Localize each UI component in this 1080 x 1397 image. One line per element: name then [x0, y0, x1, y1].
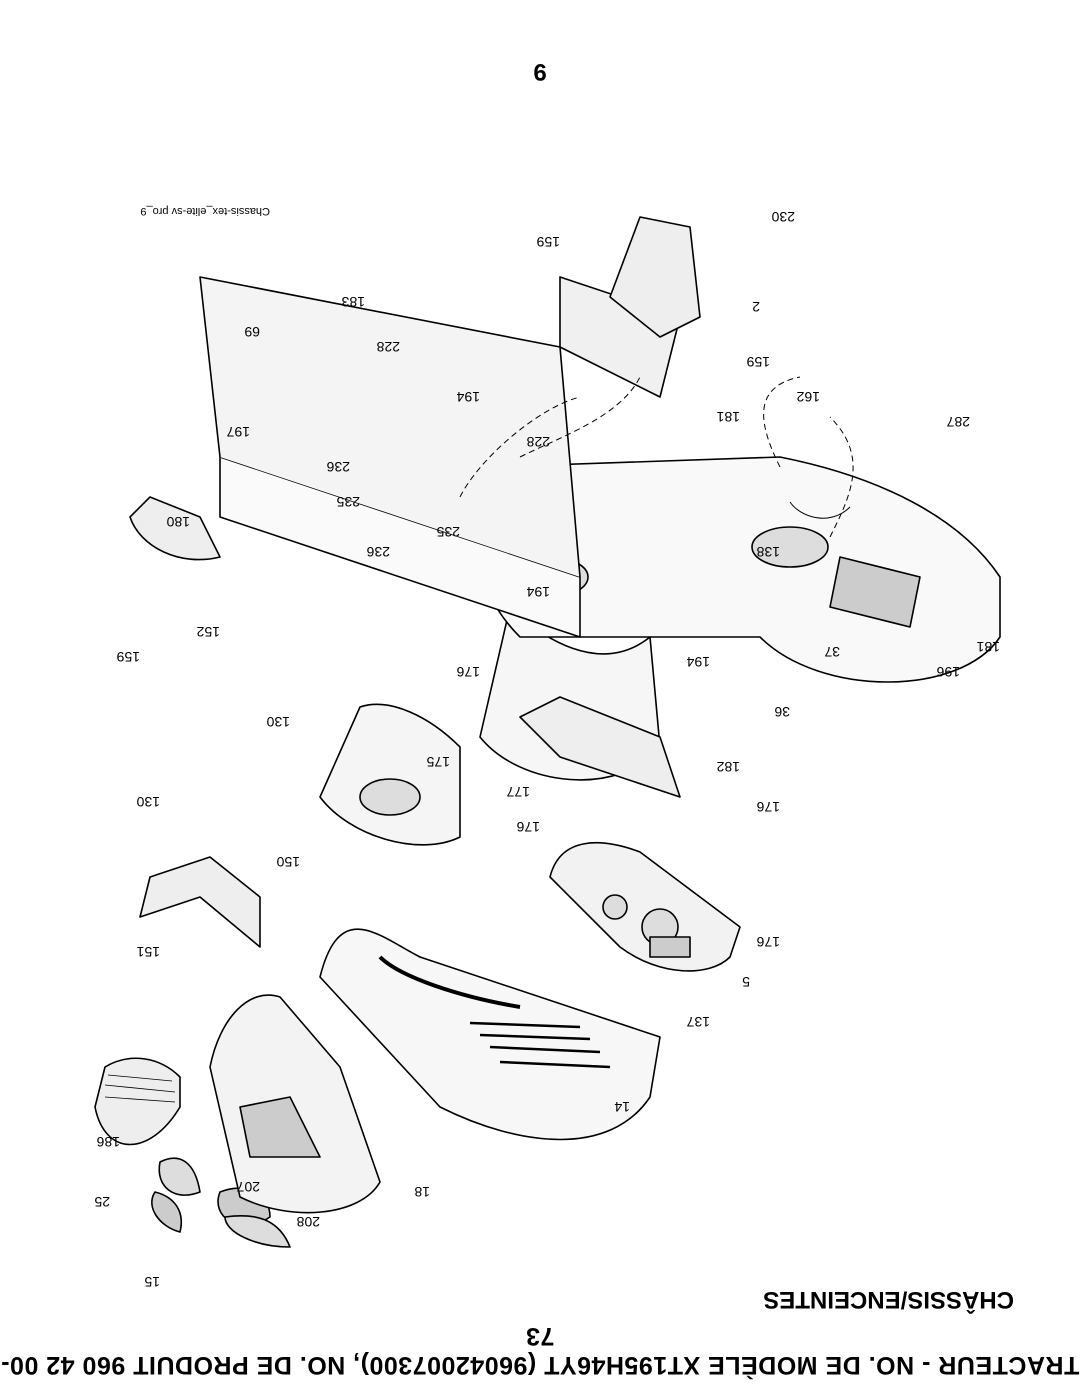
part-label: 207 [236, 1179, 260, 1195]
part-label: 151 [136, 944, 160, 960]
part-label: 186 [96, 1134, 120, 1150]
part-label: 176 [516, 819, 540, 835]
part-label: 159 [536, 234, 560, 250]
part-label: 228 [526, 434, 550, 450]
part-label: 236 [326, 459, 350, 475]
page-number: 9 [533, 58, 547, 85]
bumper-part [209, 994, 381, 1214]
part-labels: 15 25 208 207 18 186 14 137 151 5 176 15… [94, 209, 1000, 1290]
part-label: 25 [94, 1194, 110, 1210]
dash-panel-part [549, 842, 741, 972]
figure-caption: Chassis-tex_elite-sv pro_9 [140, 205, 270, 217]
part-label: 194 [686, 654, 710, 670]
part-label: 181 [976, 639, 1000, 655]
part-label: 196 [936, 664, 960, 680]
part-label: 159 [746, 354, 770, 370]
part-label: 194 [526, 584, 550, 600]
part-label: 138 [756, 544, 780, 560]
part-label: 159 [116, 649, 140, 665]
part-label: 197 [226, 424, 250, 440]
part-label: 14 [614, 1099, 630, 1115]
part-label: 36 [774, 704, 790, 720]
part-label: 15 [144, 1274, 160, 1290]
part-label: 18 [414, 1184, 430, 1200]
part-label: 69 [244, 324, 260, 340]
part-label: 152 [196, 624, 220, 640]
part-label: 177 [506, 784, 530, 800]
part-label: 5 [742, 974, 750, 990]
part-label: 183 [341, 294, 365, 310]
part-label: 137 [686, 1014, 710, 1030]
part-label: 235 [336, 494, 360, 510]
part-label: 176 [756, 799, 780, 815]
part-label: 236 [366, 544, 390, 560]
part-label: 235 [436, 524, 460, 540]
part-label: 37 [824, 644, 840, 660]
part-label: 180 [166, 514, 190, 530]
part-label: 182 [716, 759, 740, 775]
part-label: 287 [946, 414, 970, 430]
part-label: 176 [456, 664, 480, 680]
part-label: 130 [136, 794, 160, 810]
part-label: 175 [426, 754, 450, 770]
part-label: 194 [456, 389, 480, 405]
part-label: 208 [296, 1214, 320, 1230]
part-label: 162 [796, 389, 820, 405]
part-label: 228 [376, 339, 400, 355]
part-label: 181 [716, 409, 740, 425]
part-label: 176 [756, 934, 780, 950]
part-label: 230 [771, 209, 795, 225]
part-label: 150 [276, 854, 300, 870]
part-label: 2 [752, 299, 760, 315]
part-label: 130 [266, 714, 290, 730]
